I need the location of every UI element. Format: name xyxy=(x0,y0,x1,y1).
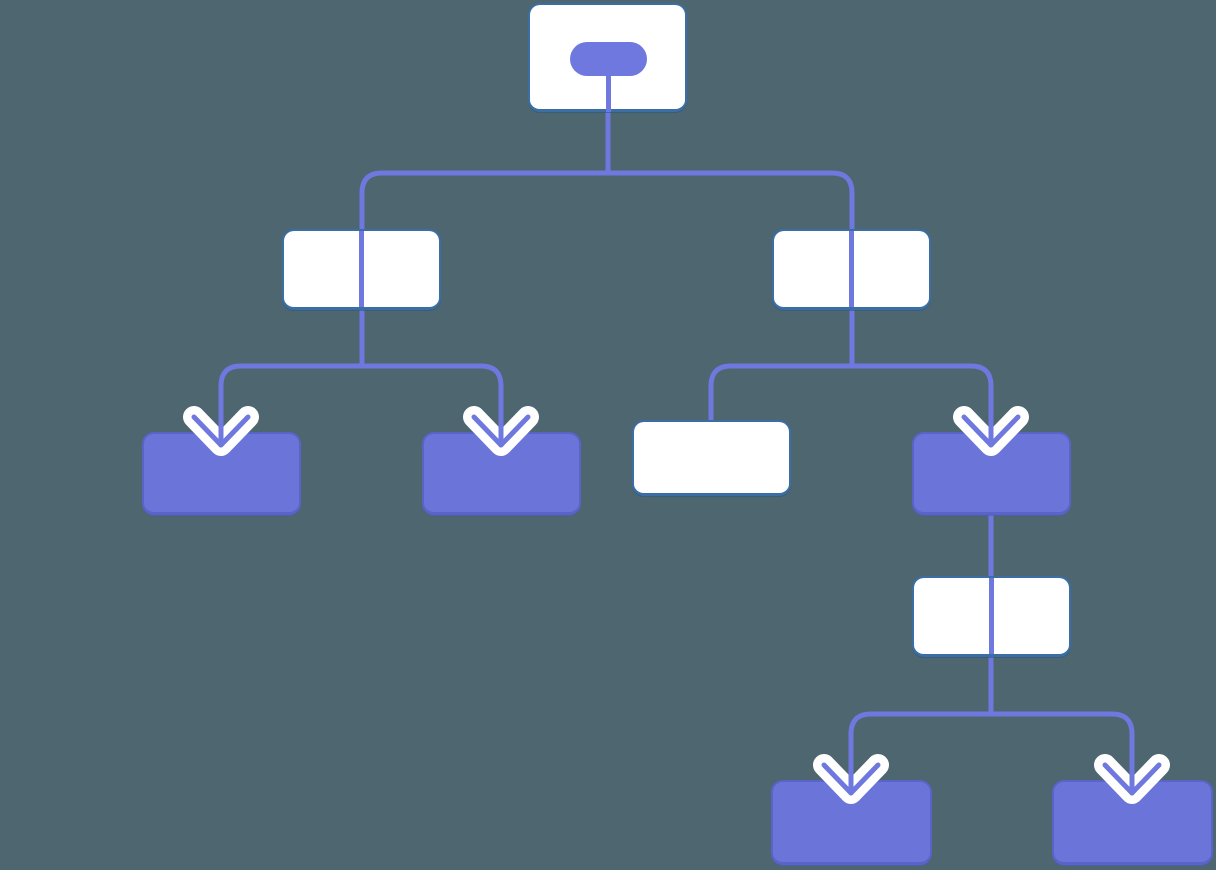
node-n-left-a[interactable] xyxy=(142,432,301,515)
edge-n-right-to-n-right-a xyxy=(708,363,855,423)
node-pill-stem xyxy=(606,74,611,112)
node-root[interactable] xyxy=(528,3,687,112)
node-pill-badge xyxy=(570,42,647,76)
node-inner-connector-line xyxy=(989,578,994,654)
node-n-leaf-2[interactable] xyxy=(1052,780,1213,865)
node-n-right-a[interactable] xyxy=(632,420,791,496)
node-n-leaf-1[interactable] xyxy=(771,780,932,865)
node-n-right[interactable] xyxy=(772,229,931,310)
edge-n-right-b-child-to-n-leaf-1 xyxy=(848,711,994,796)
edge-n-left-to-n-left-b xyxy=(359,363,504,448)
edge-n-right-b-child-to-n-leaf-2 xyxy=(988,711,1135,796)
node-n-left[interactable] xyxy=(282,229,441,310)
edge-root-to-n-right xyxy=(605,170,855,232)
edge-n-right-to-n-right-b xyxy=(849,363,994,448)
node-n-right-b-child[interactable] xyxy=(912,576,1071,657)
edge-n-left-to-n-left-a xyxy=(218,363,365,448)
node-n-right-b[interactable] xyxy=(912,432,1071,515)
node-inner-connector-line xyxy=(359,231,364,307)
node-inner-connector-line xyxy=(849,231,854,307)
edge-root-to-n-left xyxy=(359,170,611,232)
node-n-left-b[interactable] xyxy=(422,432,581,515)
